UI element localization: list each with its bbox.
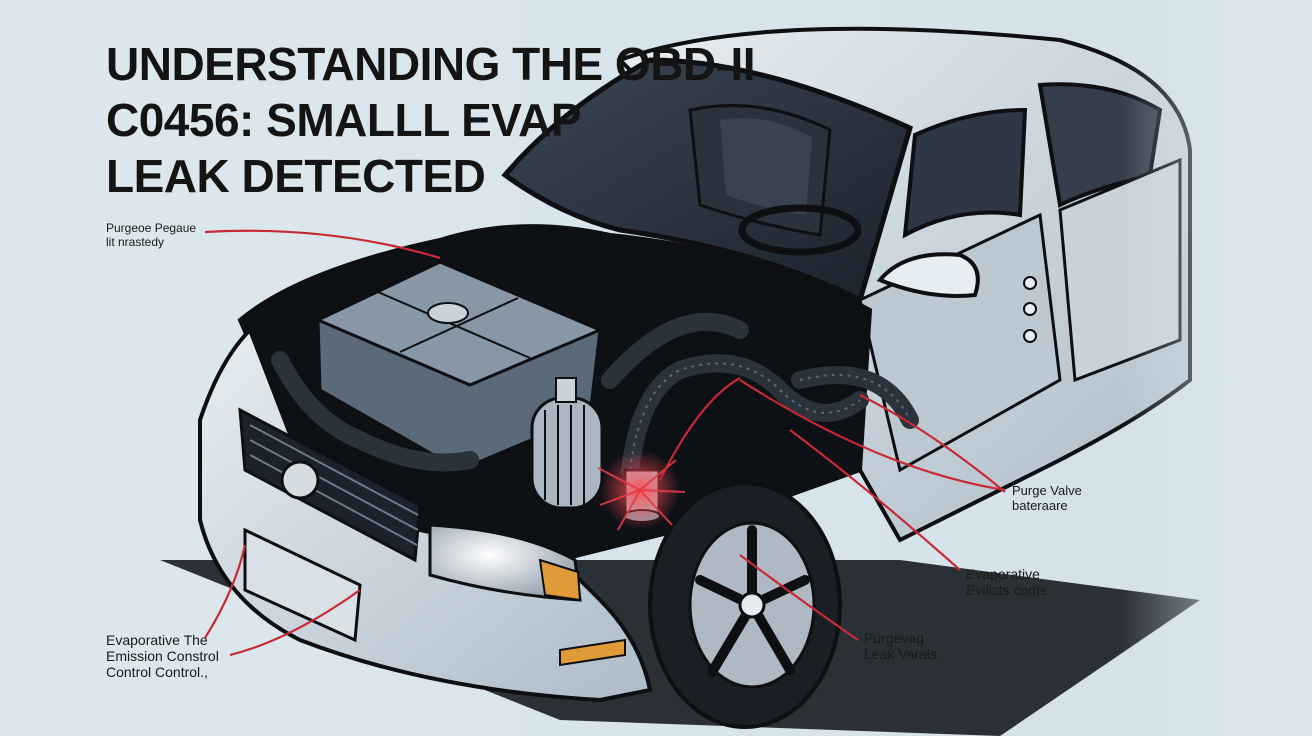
callout-line-purge-leak (739, 554, 859, 641)
title-line-3: LEAK DETECTED (106, 150, 486, 202)
callout-line-leak (659, 377, 741, 481)
callout-purge-valve-line-1: Purge Valve (1012, 483, 1082, 498)
callout-line-bottom-left (229, 589, 361, 657)
title-line-1: UNDERSTANDING THE OBD-II (106, 38, 756, 90)
callout-bottom-left: Evaporative The Emission Constrol Contro… (106, 632, 219, 680)
callout-bottom-left-line-2: Emission Constrol (106, 648, 219, 665)
right-fade (1120, 0, 1312, 736)
callout-lines (204, 229, 1006, 657)
hose-ribs (629, 362, 911, 471)
leak-burst (597, 450, 686, 531)
title-line-2: C0456: SMALLL EVAP (106, 94, 581, 146)
callout-evaporative-line-2: Evilists conts (966, 582, 1047, 599)
callout-bottom-left-line-3: Control Control., (106, 664, 208, 681)
charcoal-canister (530, 377, 604, 510)
callout-purge-leak-line-2: Leak Varals (864, 646, 937, 663)
callout-purge-leak: Purgevag Leak Varals (864, 630, 937, 662)
callout-purge-valve-line-2: bateraare (1012, 497, 1068, 513)
callout-line-bottom-left-2 (204, 544, 247, 639)
callout-line-evaporative (789, 429, 961, 571)
callout-purge-valve: Purge Valve bateraare (1012, 483, 1082, 514)
callout-bottom-left-line-1: Evaporative The (106, 632, 208, 648)
callout-evaporative-line-1: Evaporative (966, 566, 1040, 582)
callout-line-top-left (204, 229, 441, 260)
front-wheel (648, 481, 842, 729)
page-title: UNDERSTANDING THE OBD-II C0456: SMALLL E… (106, 36, 756, 204)
callout-line-purge-valve-2 (859, 394, 1006, 493)
callout-top-left-line-2: lit nrastedy (106, 234, 165, 249)
callout-line-purge-valve (739, 379, 1006, 492)
callout-top-left-line-1: Purgeoe Pegaue (106, 221, 197, 235)
callout-top-left: Purgeoe Pegaue lit nrastedy (106, 221, 197, 250)
callout-evaporative: Evaporative Evilists conts (966, 566, 1047, 598)
callout-purge-leak-line-1: Purgevag (864, 630, 924, 646)
